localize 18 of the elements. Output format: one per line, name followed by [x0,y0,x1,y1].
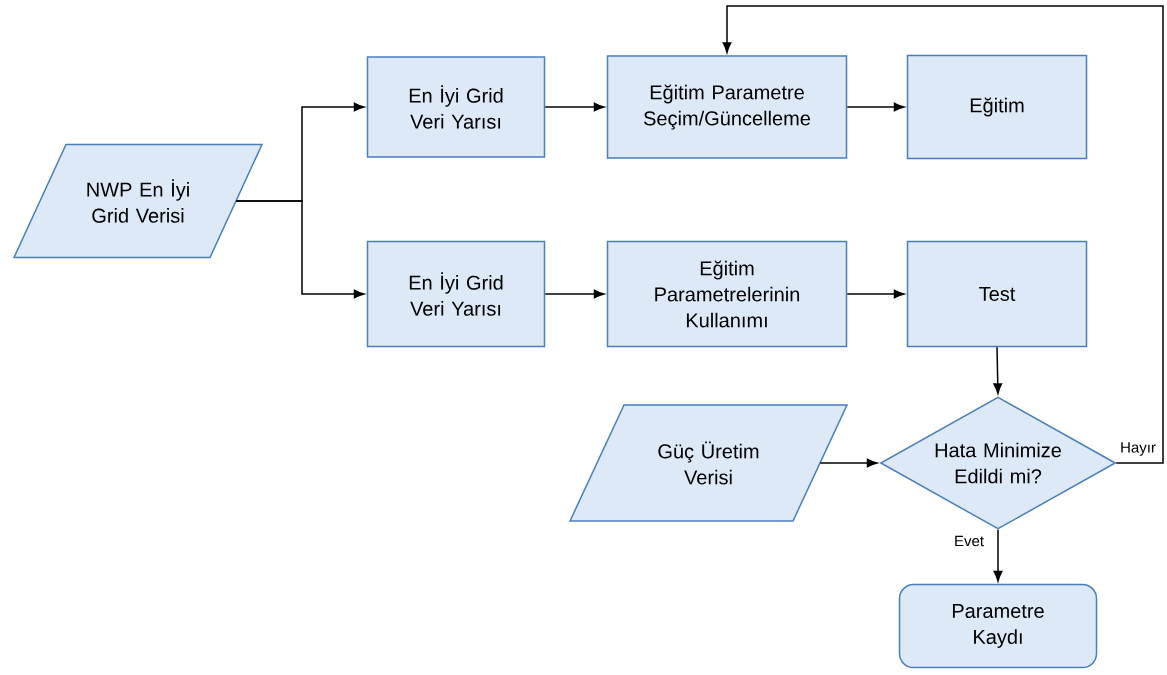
arrow [544,289,605,299]
process-box: Eğitim [906,54,1088,160]
arrow [722,5,1164,464]
process-box: Test [906,240,1088,348]
process-box: Eğitim Parametre Seçim/Güncelleme [606,55,848,159]
process-box: Eğitim Parametrelerinin Kullanımı [606,240,848,348]
arrow [846,289,905,299]
process-box: En İyi Grid Veri Yarısı [366,240,546,348]
process-box: En İyi Grid Veri Yarısı [366,56,546,158]
arrow [993,529,1003,582]
edge-label: Hayır [1119,441,1157,457]
arrow [544,102,605,112]
terminal-box: Parametre Kaydı [898,583,1098,669]
arrow [846,102,905,112]
arrow [819,458,878,468]
edge-label: Evet [953,534,985,548]
arrow [993,346,1003,394]
arrow [235,200,365,299]
